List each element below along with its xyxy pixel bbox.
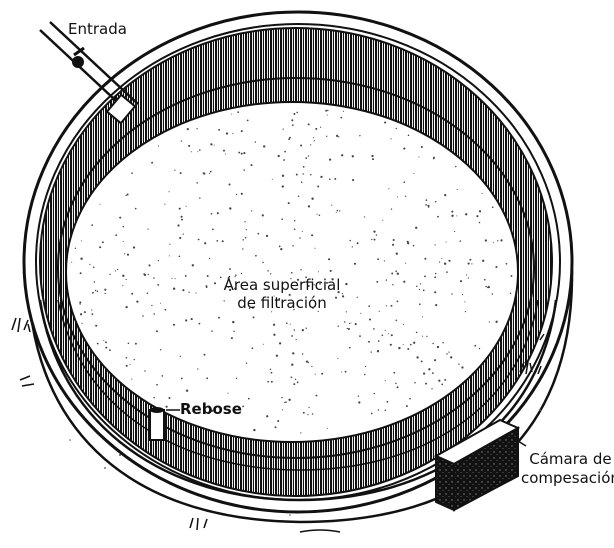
sand-surface [66, 102, 518, 442]
compensation-chamber-line2: compesación [521, 469, 614, 488]
filtration-area-line1: Área superficial [200, 276, 364, 294]
compensation-chamber-label: Cámara de compesación [521, 450, 614, 488]
overflow-label: Rebose [180, 400, 242, 418]
compensation-chamber-line1: Cámara de [521, 450, 614, 469]
filtration-area-label: Área superficial de filtración [200, 276, 364, 312]
inlet-label: Entrada [68, 20, 127, 38]
filtration-area-line2: de filtración [200, 294, 364, 312]
